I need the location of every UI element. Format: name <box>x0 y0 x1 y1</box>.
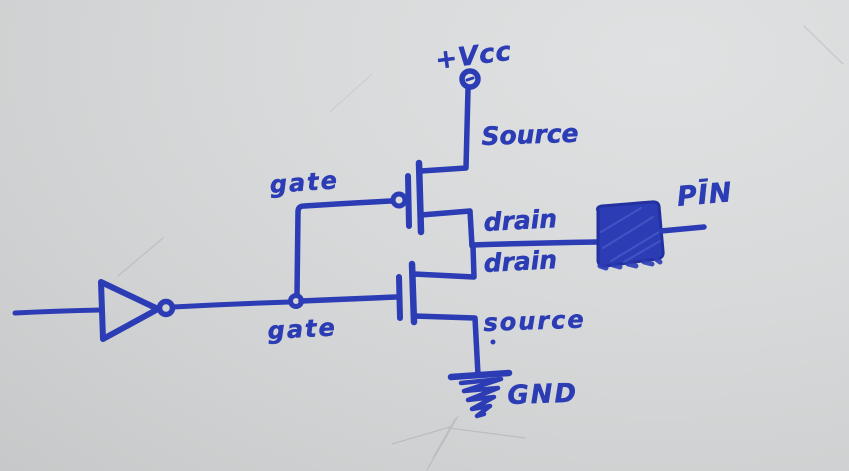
label-pmos-gate: gate <box>268 166 340 199</box>
label-pmos-source: Source <box>480 118 580 151</box>
inverter-output-bubble <box>156 298 176 318</box>
nmos-gate-wire <box>298 294 399 304</box>
pin-wire <box>658 224 707 234</box>
gnd-bar <box>447 369 513 381</box>
pmos-source-arm <box>418 86 471 174</box>
pmos-gate-bubble <box>390 191 408 209</box>
input-wire <box>12 307 103 316</box>
nmos-source-arm <box>411 313 481 378</box>
pmos-channel-bar <box>415 159 425 236</box>
label-pin: PĪN <box>675 177 734 213</box>
label-nmos-gate: gate <box>266 313 338 345</box>
pmos-drain-arm <box>418 208 475 249</box>
vcc-terminal <box>459 68 481 90</box>
label-gnd: GND <box>506 378 579 411</box>
output-wire <box>469 239 600 248</box>
label-nmos-drain: drain <box>482 245 558 278</box>
nmos-channel-bar <box>408 260 418 326</box>
label-pmos-drain: drain <box>482 204 558 237</box>
label-nmos-source: source <box>482 305 587 337</box>
pmos-gate-bar <box>405 173 412 229</box>
source-label-dot <box>490 339 496 345</box>
board-scratches <box>117 25 844 471</box>
inverter-to-junction-wire <box>170 299 293 310</box>
vcc-terminal-mark <box>465 76 475 82</box>
gnd-coil <box>458 376 504 419</box>
drain-junction-wire <box>411 243 477 280</box>
pin-pad-drips <box>597 256 663 271</box>
nmos-gate-bar <box>396 274 403 321</box>
pin-pad <box>596 200 665 271</box>
inverter-triangle <box>98 279 161 342</box>
pmos-gate-wire <box>294 198 394 298</box>
